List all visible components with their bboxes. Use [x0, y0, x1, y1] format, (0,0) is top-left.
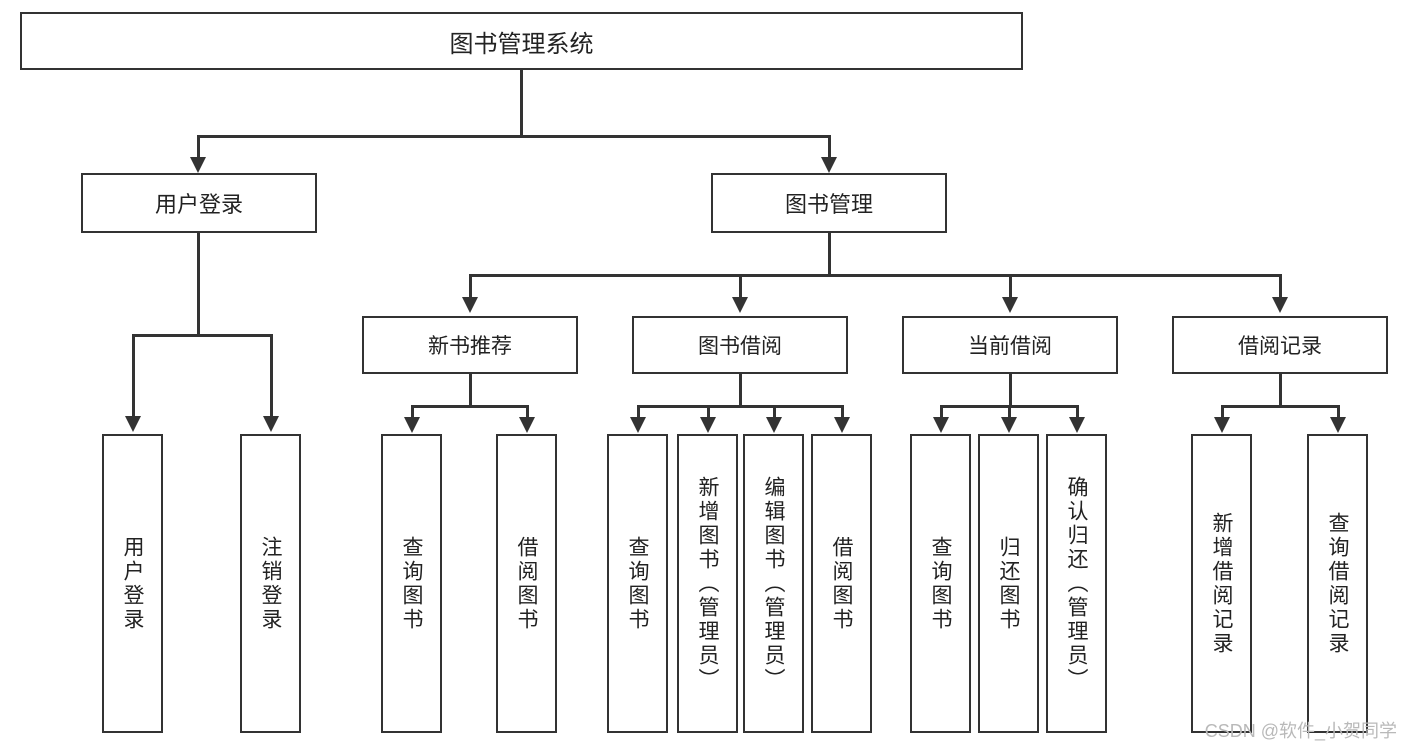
leaf-user-login-1[interactable]: 用户登录	[102, 434, 163, 733]
leaf-label: 新增借阅记录	[1210, 511, 1233, 656]
arrowhead-book-borrow-leaf-2	[700, 417, 716, 433]
leaf-new-book-recommend-1[interactable]: 查询图书	[381, 434, 442, 733]
arrowhead-book-borrow-leaf-4	[834, 417, 850, 433]
leaf-current-borrow-3[interactable]: 确认归还（管理员）	[1046, 434, 1107, 733]
leaf-label: 注销登录	[259, 535, 282, 632]
connector-book-borrow-drop-4	[841, 405, 844, 419]
arrowhead-current-borrow-leaf-2	[1001, 417, 1017, 433]
connector-user-login-stem	[197, 233, 200, 335]
arrowhead-user-login-leaf-1	[125, 416, 141, 432]
leaf-borrow-record-2[interactable]: 查询借阅记录	[1307, 434, 1368, 733]
arrowhead-book-borrow-leaf-1	[630, 417, 646, 433]
connector-root-to-book-mgmt	[828, 135, 831, 160]
arrowhead-book-mgmt-child-1	[462, 297, 478, 313]
connector-current-borrow-drop-3	[1076, 405, 1079, 419]
connector-borrow-record-bus	[1222, 405, 1339, 408]
connector-new-book-drop-1	[411, 405, 414, 419]
leaf-label: 查询图书	[929, 535, 952, 632]
leaf-book-borrow-2[interactable]: 新增图书（管理员）	[677, 434, 738, 733]
arrowhead-user-login-leaf-2	[263, 416, 279, 432]
arrowhead-root-to-user-login	[190, 157, 206, 173]
node-label: 当前借阅	[968, 335, 1052, 358]
leaf-label: 确认归还（管理员）	[1065, 475, 1088, 692]
connector-book-mgmt-bus	[470, 274, 1280, 277]
connector-new-book-bus	[412, 405, 528, 408]
watermark-text: CSDN @软件_小贺同学	[1204, 721, 1397, 741]
connector-borrow-record-drop-1	[1221, 405, 1224, 419]
arrowhead-borrow-record-leaf-2	[1330, 417, 1346, 433]
connector-book-mgmt-drop-3	[1009, 274, 1012, 299]
leaf-label: 查询图书	[626, 535, 649, 632]
leaf-book-borrow-1[interactable]: 查询图书	[607, 434, 668, 733]
leaf-label: 借阅图书	[830, 535, 853, 632]
arrowhead-book-mgmt-child-2	[732, 297, 748, 313]
node-new-book-recommend[interactable]: 新书推荐	[362, 316, 578, 374]
arrowhead-book-mgmt-child-3	[1002, 297, 1018, 313]
arrowhead-new-book-leaf-2	[519, 417, 535, 433]
leaf-label: 新增图书（管理员）	[696, 475, 719, 692]
arrowhead-book-borrow-leaf-3	[766, 417, 782, 433]
node-label: 新书推荐	[428, 335, 512, 358]
leaf-borrow-record-1[interactable]: 新增借阅记录	[1191, 434, 1252, 733]
node-borrow-record[interactable]: 借阅记录	[1172, 316, 1388, 374]
node-root-system[interactable]: 图书管理系统	[20, 12, 1023, 70]
connector-current-borrow-drop-1	[940, 405, 943, 419]
node-label: 借阅记录	[1238, 335, 1322, 358]
connector-user-login-drop-1	[132, 334, 135, 418]
connector-user-login-bus	[133, 334, 272, 337]
leaf-current-borrow-1[interactable]: 查询图书	[910, 434, 971, 733]
arrowhead-borrow-record-leaf-1	[1214, 417, 1230, 433]
arrowhead-book-mgmt-child-4	[1272, 297, 1288, 313]
connector-book-borrow-bus	[638, 405, 843, 408]
connector-new-book-drop-2	[526, 405, 529, 419]
connector-book-borrow-drop-3	[773, 405, 776, 419]
connector-book-mgmt-stem	[828, 233, 831, 275]
leaf-label: 查询图书	[400, 535, 423, 632]
leaf-label: 查询借阅记录	[1326, 511, 1349, 656]
arrowhead-current-borrow-leaf-3	[1069, 417, 1085, 433]
node-user-login[interactable]: 用户登录	[81, 173, 317, 233]
leaf-label: 归还图书	[997, 535, 1020, 632]
node-label: 用户登录	[154, 192, 243, 217]
connector-user-login-drop-2	[270, 334, 273, 418]
connector-root-to-user-login	[197, 135, 200, 160]
node-book-borrow[interactable]: 图书借阅	[632, 316, 848, 374]
connector-book-borrow-stem	[739, 374, 742, 406]
node-book-management[interactable]: 图书管理	[711, 173, 947, 233]
arrowhead-new-book-leaf-1	[404, 417, 420, 433]
connector-book-borrow-drop-1	[637, 405, 640, 419]
node-current-borrow[interactable]: 当前借阅	[902, 316, 1118, 374]
leaf-book-borrow-3[interactable]: 编辑图书（管理员）	[743, 434, 804, 733]
leaf-user-login-2[interactable]: 注销登录	[240, 434, 301, 733]
connector-root-stem	[520, 70, 523, 135]
connector-current-borrow-drop-2	[1008, 405, 1011, 419]
leaf-label: 编辑图书（管理员）	[762, 475, 785, 692]
node-label: 图书管理系统	[449, 30, 594, 58]
connector-root-bus	[198, 135, 831, 138]
arrowhead-current-borrow-leaf-1	[933, 417, 949, 433]
leaf-book-borrow-4[interactable]: 借阅图书	[811, 434, 872, 733]
connector-book-mgmt-drop-1	[469, 274, 472, 299]
connector-book-mgmt-drop-2	[739, 274, 742, 299]
leaf-current-borrow-2[interactable]: 归还图书	[978, 434, 1039, 733]
leaf-label: 借阅图书	[515, 535, 538, 632]
leaf-new-book-recommend-2[interactable]: 借阅图书	[496, 434, 557, 733]
node-label: 图书管理	[784, 192, 873, 217]
connector-book-borrow-drop-2	[707, 405, 710, 419]
arrowhead-root-to-book-mgmt	[821, 157, 837, 173]
connector-new-book-stem	[469, 374, 472, 406]
leaf-label: 用户登录	[121, 535, 144, 632]
connector-book-mgmt-drop-4	[1279, 274, 1282, 299]
connector-borrow-record-drop-2	[1337, 405, 1340, 419]
node-label: 图书借阅	[698, 335, 782, 358]
connector-current-borrow-stem	[1009, 374, 1012, 406]
connector-borrow-record-stem	[1279, 374, 1282, 406]
